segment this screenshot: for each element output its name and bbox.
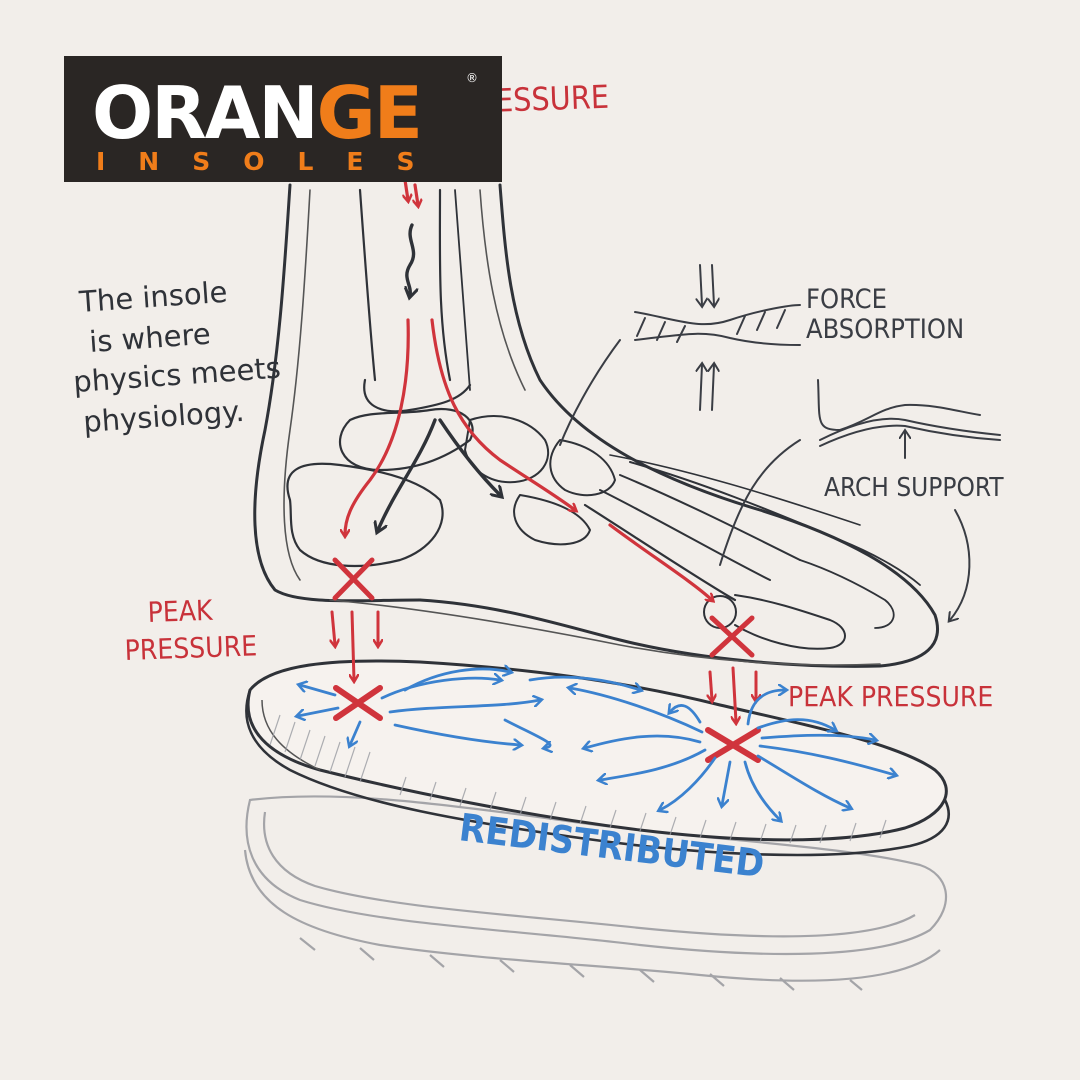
peak-pressure-left-line2: PRESSURE: [124, 629, 258, 667]
logo-word-orange: GE: [317, 71, 421, 155]
redistribution-arrows: [298, 669, 895, 820]
insole: [245, 659, 950, 857]
pressure-flow-arrows: [345, 178, 712, 600]
force-absorption-sketch: [559, 264, 801, 446]
arch-support-sketch: [719, 379, 1001, 620]
heel-peak-marker: [332, 557, 375, 601]
force-absorption-label-line2: ABSORPTION: [806, 314, 964, 345]
logo-subword: INSOLES: [96, 147, 448, 176]
logo-wordmark: ORANGE: [92, 71, 421, 155]
note-line-1: The insole: [77, 275, 228, 319]
insole-forefoot-peak-marker: [705, 727, 761, 763]
force-absorption-label-line1: FORCE: [806, 284, 887, 315]
note-line-2: is where: [88, 317, 212, 359]
logo-registered-mark: ®: [466, 71, 478, 85]
note-line-4: physiology.: [82, 394, 245, 439]
logo-word-white: ORAN: [92, 71, 317, 155]
insole-heel-peak-marker: [333, 685, 383, 721]
logo-background: [64, 56, 502, 182]
peak-pressure-left-line1: PEAK: [147, 594, 214, 629]
handwritten-note: The insole is where physics meets physio…: [72, 275, 282, 439]
peak-pressure-right-label: PEAK PRESSURE: [788, 680, 993, 713]
downward-pressure-arrows: [332, 610, 756, 722]
orange-insoles-logo: ORANGE ® INSOLES: [64, 56, 502, 182]
arch-support-label: ARCH SUPPORT: [824, 473, 1004, 503]
foot-skeleton-sketch: [253, 183, 940, 668]
bone-load-arrows: [378, 223, 500, 530]
shoe-sole-sketch: [243, 795, 948, 991]
forefoot-peak-marker: [709, 615, 755, 658]
